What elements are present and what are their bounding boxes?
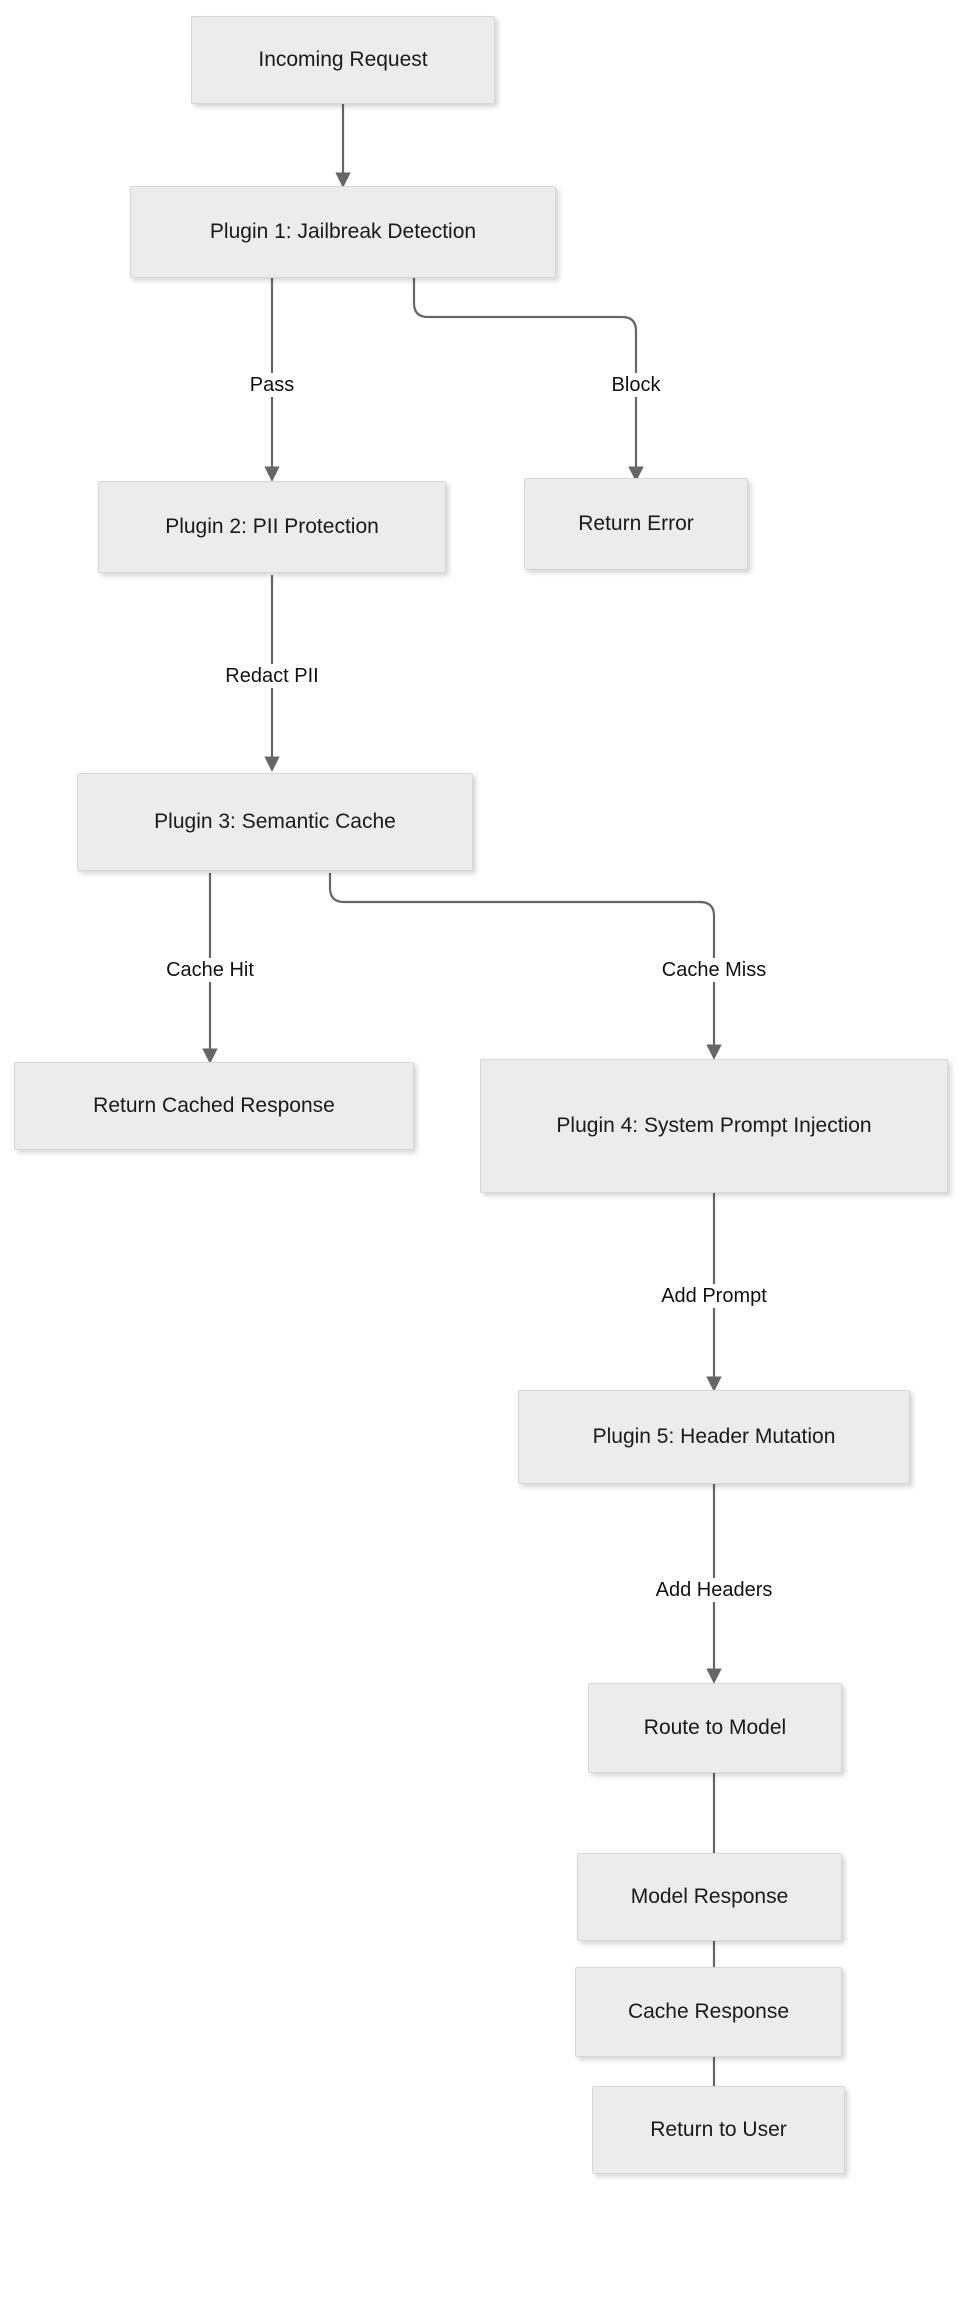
node-plugin5-header-mutation[interactable]: Plugin 5: Header Mutation bbox=[518, 1390, 910, 1484]
edge-label-cache-hit: Cache Hit bbox=[161, 958, 259, 982]
node-label: Return Cached Response bbox=[93, 1093, 335, 1117]
node-label: Plugin 5: Header Mutation bbox=[592, 1424, 836, 1448]
edge-label-cache-miss: Cache Miss bbox=[656, 958, 772, 982]
node-plugin2-pii-protection[interactable]: Plugin 2: PII Protection bbox=[98, 481, 446, 573]
node-label: Route to Model bbox=[643, 1715, 787, 1739]
node-label: Incoming Request bbox=[258, 47, 428, 71]
node-cache-response[interactable]: Cache Response bbox=[575, 1967, 842, 2057]
node-route-to-model[interactable]: Route to Model bbox=[588, 1683, 842, 1773]
node-plugin1-jailbreak-detection[interactable]: Plugin 1: Jailbreak Detection bbox=[130, 186, 556, 278]
node-model-response[interactable]: Model Response bbox=[577, 1853, 842, 1941]
node-label: Model Response bbox=[630, 1884, 789, 1908]
node-label: Plugin 4: System Prompt Injection bbox=[556, 1113, 872, 1137]
node-label: Plugin 1: Jailbreak Detection bbox=[209, 219, 477, 243]
node-return-cached-response[interactable]: Return Cached Response bbox=[14, 1062, 414, 1150]
node-return-to-user[interactable]: Return to User bbox=[592, 2086, 845, 2174]
node-label: Return Error bbox=[578, 511, 694, 535]
edge-label-pass: Pass bbox=[244, 373, 300, 397]
node-plugin4-system-prompt-injection[interactable]: Plugin 4: System Prompt Injection bbox=[480, 1059, 948, 1193]
node-incoming-request[interactable]: Incoming Request bbox=[191, 16, 495, 104]
edge-label-block: Block bbox=[606, 373, 666, 397]
node-label: Plugin 2: PII Protection bbox=[165, 514, 379, 538]
node-label: Cache Response bbox=[627, 1999, 790, 2023]
edge-label-redact-pii: Redact PII bbox=[220, 664, 324, 688]
edge-label-add-prompt: Add Prompt bbox=[656, 1284, 772, 1308]
node-label: Plugin 3: Semantic Cache bbox=[154, 809, 396, 833]
node-return-error[interactable]: Return Error bbox=[524, 478, 748, 570]
edge-label-add-headers: Add Headers bbox=[650, 1578, 778, 1602]
node-label: Return to User bbox=[650, 2117, 787, 2141]
node-plugin3-semantic-cache[interactable]: Plugin 3: Semantic Cache bbox=[77, 773, 473, 871]
edge-plugin1-to-return-error bbox=[412, 277, 644, 482]
